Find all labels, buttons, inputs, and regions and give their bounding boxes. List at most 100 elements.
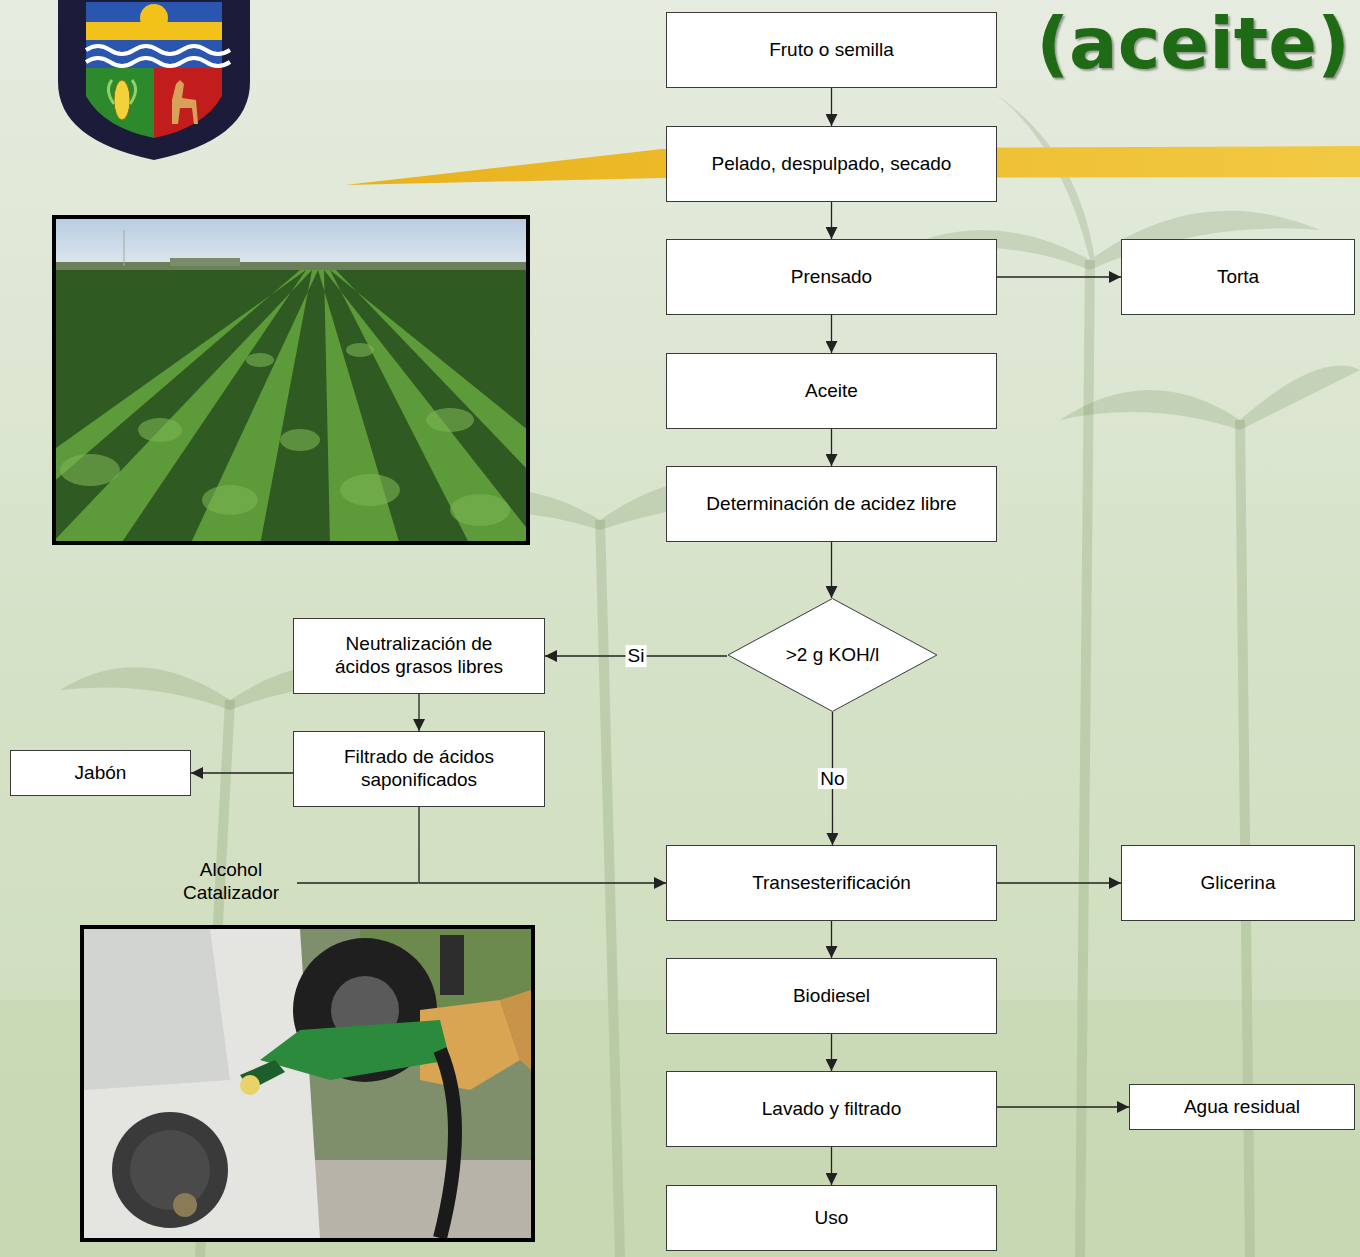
flow-arrow <box>419 807 666 883</box>
university-shield <box>172 80 198 124</box>
flow-arrow <box>831 1034 832 1071</box>
node-text: Filtrado de ácidos saponificados <box>322 746 516 792</box>
fuel-pump-photo <box>500 990 531 1070</box>
university-shield <box>62 0 246 160</box>
node-text: Aceite <box>805 380 858 403</box>
university-shield <box>58 0 250 160</box>
process-box: Pelado, despulpado, secado <box>666 126 997 202</box>
node-text: Torta <box>1217 266 1259 289</box>
node-text: Biodiesel <box>793 985 870 1008</box>
university-shield <box>86 0 222 40</box>
feed-line <box>297 882 418 883</box>
crop-field-photo <box>346 343 374 357</box>
fuel-pump-photo <box>80 925 535 1242</box>
crop-field-photo <box>0 215 670 545</box>
diamond-outline <box>728 599 937 712</box>
process-box: Agua residual <box>1129 1084 1355 1130</box>
process-box: Uso <box>666 1185 997 1251</box>
flow-arrow <box>997 276 1121 277</box>
process-box: Determinación de acidez libre <box>666 466 997 542</box>
flow-arrow <box>997 1106 1129 1107</box>
node-text: Determinación de acidez libre <box>706 493 956 516</box>
university-shield <box>86 68 154 138</box>
fuel-pump-photo <box>84 929 531 1238</box>
fuel-pump-photo <box>440 935 464 995</box>
fuel-pump-photo <box>240 1075 260 1095</box>
process-box: Prensado <box>666 239 997 315</box>
process-box: Aceite <box>666 353 997 429</box>
flow-arrow <box>831 1147 832 1185</box>
crop-field-photo <box>124 230 125 266</box>
process-box: Biodiesel <box>666 958 997 1034</box>
fuel-pump-photo <box>112 1112 228 1228</box>
node-text: Prensado <box>791 266 872 289</box>
palm-background <box>1240 366 1360 430</box>
node-text: Glicerina <box>1201 872 1276 895</box>
flow-arrow <box>191 772 293 773</box>
university-shield <box>114 80 130 120</box>
flow-arrow <box>831 88 832 126</box>
fuel-pump-photo <box>84 929 531 1238</box>
node-text: >2 g KOH/l <box>786 644 879 667</box>
crop-field-photo <box>202 485 258 515</box>
crop-field-photo <box>190 270 318 541</box>
node-text: Jabón <box>75 762 127 785</box>
crop-field-photo <box>330 270 526 541</box>
university-shield <box>86 58 230 66</box>
input-label: Alcohol <box>161 859 301 882</box>
flow-arrow <box>831 315 832 353</box>
flow-arrow <box>831 429 832 466</box>
university-shield <box>154 68 222 138</box>
fuel-pump-photo <box>440 1050 455 1238</box>
process-box: Lavado y filtrado <box>666 1071 997 1147</box>
flow-arrow <box>831 921 832 958</box>
crop-field-photo <box>318 270 400 541</box>
node-text: Neutralización de ácidos grasos libres <box>322 633 516 679</box>
crop-field-photo <box>340 474 400 506</box>
fuel-pump-photo <box>130 1130 210 1210</box>
node-text: Lavado y filtrado <box>762 1098 901 1121</box>
university-shield <box>86 40 222 68</box>
node-text: Agua residual <box>1184 1096 1300 1119</box>
crop-field-photo <box>60 343 510 526</box>
palm-background <box>60 667 230 710</box>
crop-field-photo <box>56 270 526 541</box>
flow-arrow <box>997 882 1121 883</box>
crop-field-photo <box>426 408 474 432</box>
university-shield <box>108 80 135 104</box>
flow-arrow <box>831 202 832 239</box>
title: (aceite) <box>1036 4 1350 83</box>
process-box: Transesterificación <box>666 845 997 921</box>
node-text: Uso <box>815 1207 849 1230</box>
process-box: Neutralización de ácidos grasos libres <box>293 618 545 694</box>
university-shield <box>86 46 230 54</box>
node-text: Pelado, despulpado, secado <box>712 153 952 176</box>
fuel-pump-photo <box>84 929 320 1238</box>
edge-label: Si <box>626 645 647 667</box>
crop-field-photo <box>56 219 526 541</box>
input-label: Catalizador <box>161 882 301 905</box>
process-box: Filtrado de ácidos saponificados <box>293 731 545 807</box>
flow-arrow <box>418 694 419 731</box>
crop-field-photo <box>450 494 510 526</box>
flow-arrow <box>831 542 832 598</box>
fuel-pump-photo <box>173 1193 197 1217</box>
process-box: Torta <box>1121 239 1355 315</box>
decision-diamond: >2 g KOH/l <box>727 598 938 712</box>
crop-field-photo <box>280 429 320 451</box>
crop-field-photo <box>60 454 120 486</box>
process-box: Jabón <box>10 750 191 796</box>
node-text: Transesterificación <box>752 872 911 895</box>
fuel-pump-photo <box>80 925 535 1242</box>
crop-field-photo <box>138 418 182 442</box>
university-shield <box>62 0 246 160</box>
process-box: Glicerina <box>1121 845 1355 921</box>
fuel-pump-photo <box>260 1020 450 1080</box>
palm-background <box>1060 390 1240 430</box>
university-shield <box>58 0 250 160</box>
process-box: Fruto o semilla <box>666 12 997 88</box>
edge-label: No <box>818 768 846 790</box>
